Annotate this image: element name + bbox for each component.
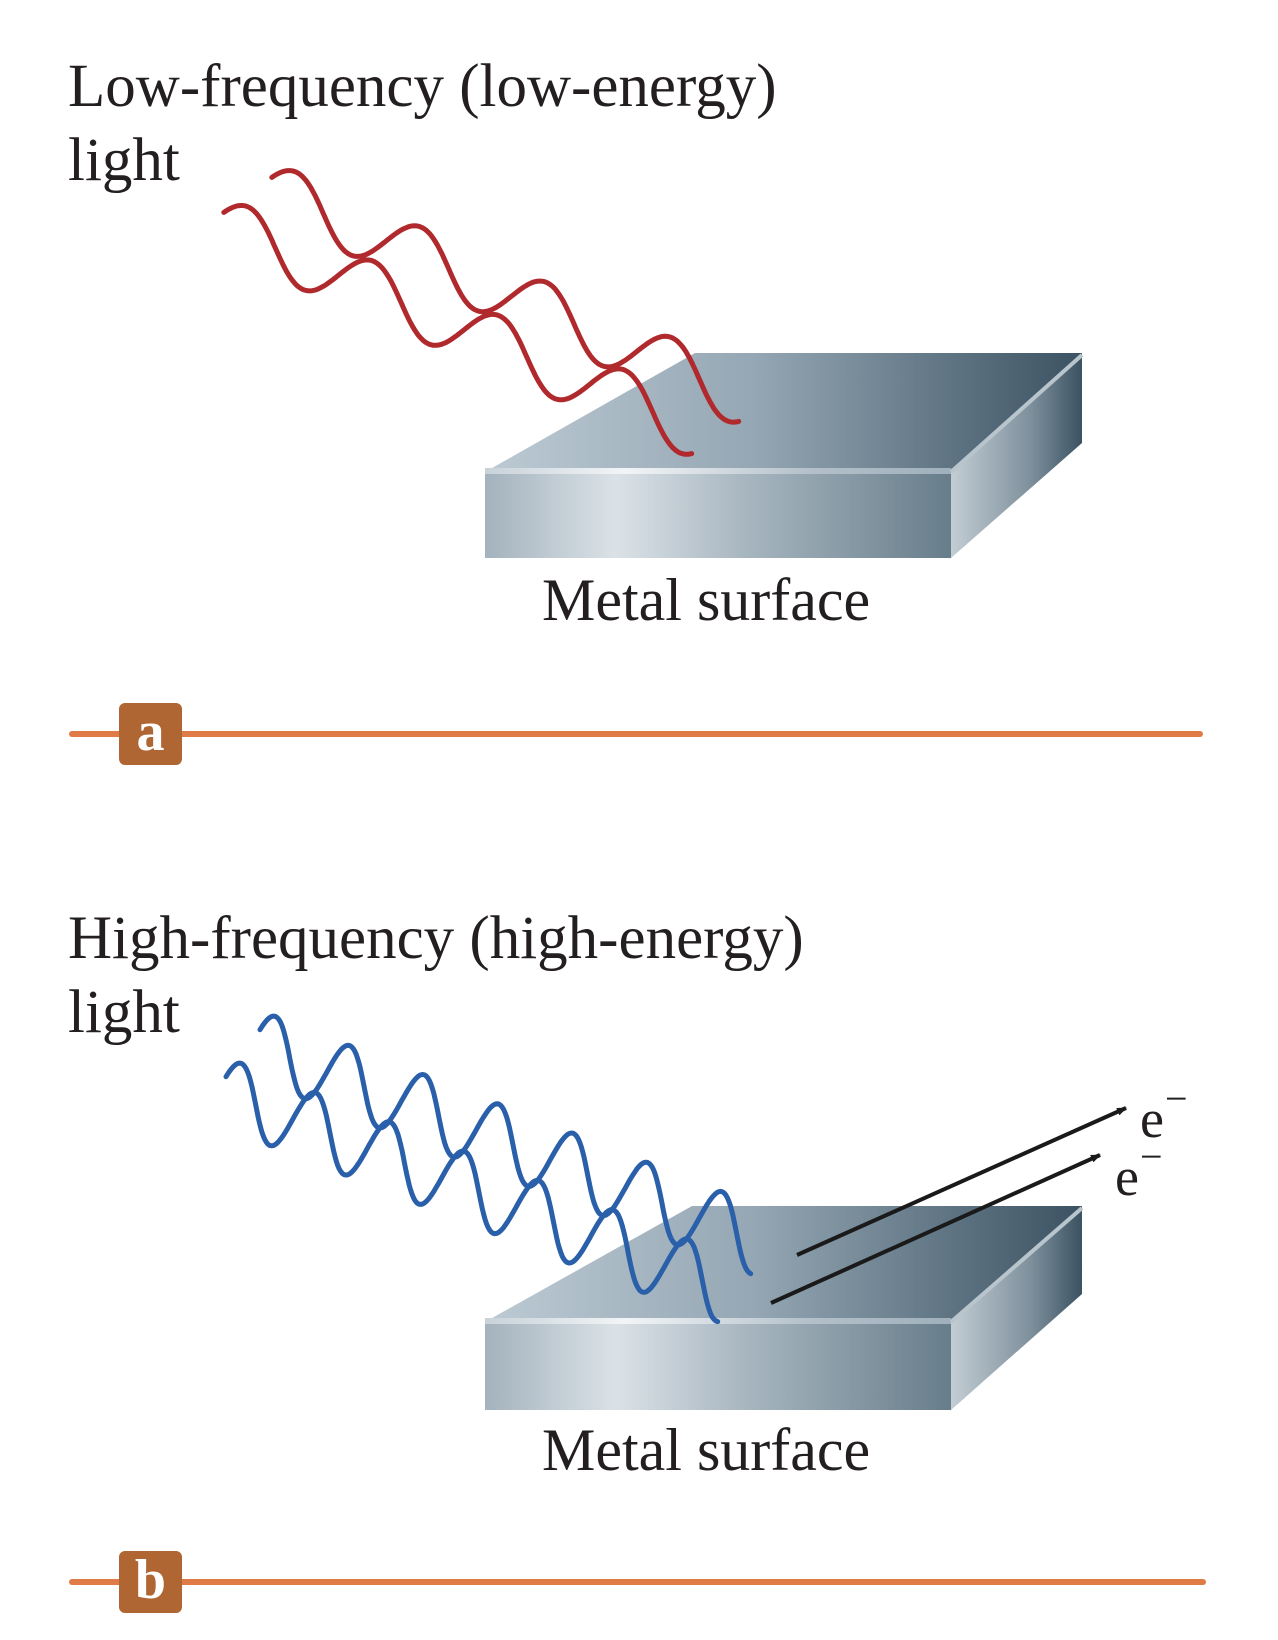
metal-slab-b: [485, 1206, 1084, 1410]
electron-arrow-1: [796, 1106, 1127, 1257]
electron-symbol: e: [1140, 1089, 1164, 1149]
panel-b-badge: b: [119, 1551, 182, 1613]
panel-a-heading-line2: light: [68, 127, 180, 194]
slab-front-edge: [485, 468, 951, 474]
panel-b-heading-line1: High-frequency (high-energy): [68, 905, 804, 972]
light-wave-1: [269, 168, 742, 425]
slab-right-face: [951, 353, 1082, 558]
light-wave-2: [221, 203, 695, 457]
light-wave-1: [257, 1013, 754, 1277]
electron-label-2: e−: [1115, 1134, 1163, 1207]
slab-side-edge: [949, 1206, 1084, 1324]
electron-charge: −: [1139, 1134, 1163, 1179]
electron-charge: −: [1164, 1076, 1188, 1121]
slab-top-face: [485, 353, 1082, 472]
electron-arrow-2: [770, 1153, 1101, 1305]
electron-symbol: e: [1115, 1147, 1139, 1207]
slab-side-edge: [949, 353, 1084, 474]
panel-a-heading-line1: Low-frequency (low-energy): [68, 53, 777, 120]
panel-b-surface-label: Metal surface: [542, 1417, 871, 1483]
light-waves-low-frequency: [221, 168, 742, 457]
slab-front-face: [485, 472, 951, 558]
slab-right-face: [951, 1206, 1082, 1410]
metal-slab-a: [485, 353, 1084, 558]
light-waves-high-frequency: [223, 1013, 754, 1325]
panel-b-heading-line2: light: [68, 979, 180, 1046]
slab-top-face: [485, 1206, 1082, 1322]
electron-label-1: e−: [1140, 1076, 1188, 1149]
panel-a-surface-label: Metal surface: [542, 567, 871, 633]
slab-front-face: [485, 1322, 951, 1410]
light-wave-2: [223, 1060, 721, 1325]
panel-a-badge: a: [119, 703, 182, 765]
electron-arrows: [770, 1106, 1127, 1305]
